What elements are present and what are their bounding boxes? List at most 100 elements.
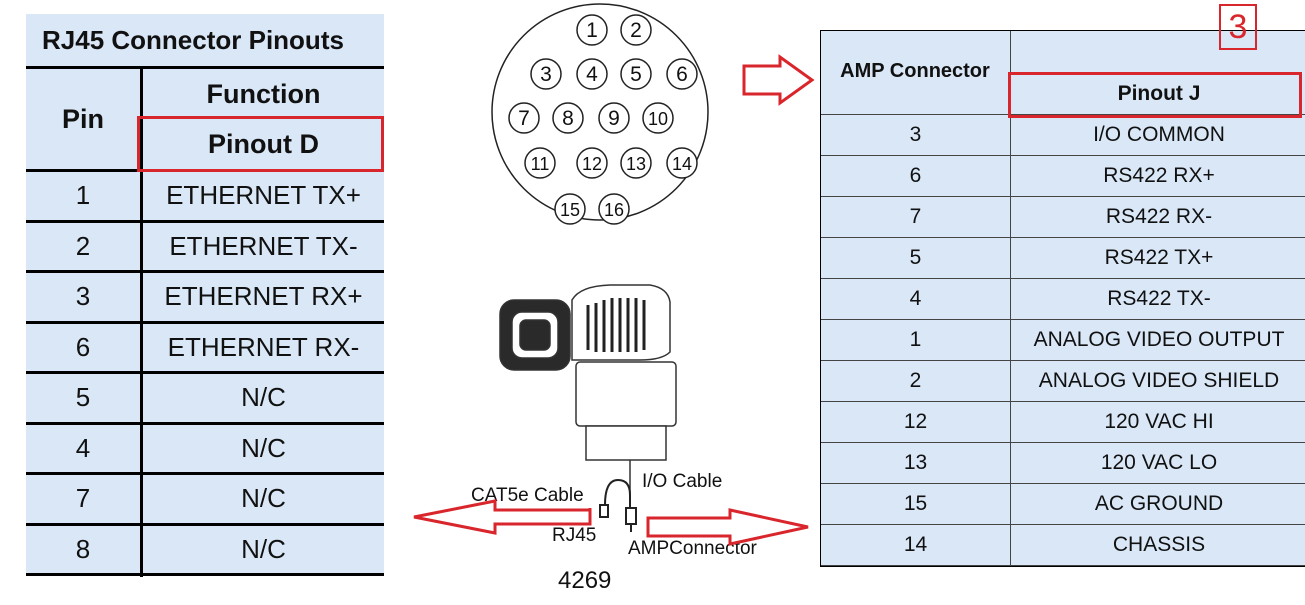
connector-pin-label: 4 — [586, 63, 598, 86]
rj45-function-cell: N/C — [143, 424, 384, 472]
rj45-function-cell: ETHERNET RX+ — [143, 273, 384, 321]
connector-pin — [666, 147, 698, 179]
amp-pin-cell: 14 — [903, 533, 928, 556]
arrow-right-icon — [742, 54, 815, 106]
rj45-function-cell: ETHERNET RX- — [143, 323, 384, 371]
rj45-function-cell: N/C — [143, 475, 384, 523]
amp-pin-cell: 6 — [909, 164, 922, 187]
connector-pin-label: 16 — [604, 200, 624, 220]
amp-table-row: 13 120 VAC LO — [821, 443, 1305, 484]
amp-function-cell: 120 VAC LO — [1100, 451, 1218, 474]
connector-pin-label: 6 — [676, 63, 688, 86]
connector-pin — [620, 147, 652, 179]
divider — [26, 421, 384, 425]
divider — [26, 371, 384, 374]
amp-pin-cell: 1 — [909, 328, 922, 351]
pinout-j-header: Pinout J — [1117, 82, 1201, 105]
connector-pin-label: 3 — [540, 63, 552, 86]
amp-function-cell: I/O COMMON — [1093, 123, 1225, 146]
pinout-d-highlight — [137, 116, 384, 172]
connector-pin — [598, 193, 630, 225]
pinout-j-highlight — [1008, 72, 1302, 118]
pinout-d-header: Pinout D — [143, 119, 384, 169]
rj45-pin-cell: 4 — [26, 424, 140, 472]
rj45-pin-cell: 5 — [26, 374, 140, 422]
connector-pin — [552, 102, 584, 134]
amp-function-cell: RS422 RX- — [1105, 205, 1213, 228]
amp-pin-cell: 2 — [909, 369, 922, 392]
amp-table-row: 1 ANALOG VIDEO OUTPUT — [821, 320, 1305, 361]
amp-function-cell: CHASSIS — [1112, 533, 1206, 556]
connector-pin — [576, 14, 608, 46]
rj45-pin-cell: 3 — [26, 273, 140, 321]
amp-table-row: 7 RS422 RX- — [821, 197, 1305, 238]
arrow-right-icon — [646, 508, 809, 546]
connector-pin — [530, 58, 562, 90]
amp-table-row: 2 ANALOG VIDEO SHIELD — [821, 361, 1305, 402]
connector-pin — [576, 147, 608, 179]
connector-pin — [620, 58, 652, 90]
rj45-table-title: RJ45 Connector Pinouts — [26, 14, 384, 66]
connector-pin-label: 15 — [560, 200, 580, 220]
amp-function-cell: AC GROUND — [1094, 492, 1224, 515]
io-cable-label: I/O Cable — [642, 471, 722, 492]
connector-pin — [620, 14, 652, 46]
divider — [26, 219, 384, 223]
connector-pin — [642, 102, 674, 134]
connector-pin-label: 2 — [630, 19, 642, 42]
connector-pin — [666, 58, 698, 90]
amp-function-cell: RS422 TX- — [1107, 287, 1211, 310]
divider — [26, 66, 384, 69]
connector-pin — [576, 58, 608, 90]
amp-header-row: AMP Connector Pinout J — [821, 31, 1305, 115]
amp-pin-cell: 15 — [903, 492, 928, 515]
rj45-pin-cell: 2 — [26, 222, 140, 270]
rj45-pin-cell: 1 — [26, 172, 140, 220]
connector-pin-label: 13 — [626, 154, 646, 174]
connector-pin-label: 9 — [608, 107, 620, 130]
amp-table-row: 14 CHASSIS — [821, 525, 1305, 566]
connector-pin-label: 5 — [630, 63, 642, 86]
connector-pin — [524, 147, 556, 179]
cable-lines — [599, 478, 637, 532]
amp-table-row: 6 RS422 RX+ — [821, 156, 1305, 197]
connector-pin-label: 8 — [562, 107, 574, 130]
amp-connector-label: AMPConnector — [628, 538, 758, 559]
pin-column-header: Pin — [26, 69, 140, 169]
divider — [26, 573, 384, 576]
amp-connector-header: AMP Connector — [840, 60, 990, 82]
connector-pin — [554, 193, 586, 225]
divider — [26, 522, 384, 526]
connector-pin — [598, 102, 630, 134]
amp-function-cell: ANALOG VIDEO SHIELD — [1038, 369, 1280, 392]
connector-pin-label: 14 — [672, 154, 692, 174]
model-number: 4269 — [558, 567, 611, 594]
callout-badge: 3 — [1219, 4, 1257, 50]
function-column-header: Function — [143, 69, 384, 119]
rj45-function-cell: N/C — [143, 374, 384, 422]
connector-pin-label: 12 — [582, 154, 602, 174]
divider — [26, 472, 384, 475]
amp-pin-cell: 5 — [909, 246, 922, 269]
connector-pin — [508, 102, 540, 134]
arrow-left-icon — [413, 499, 592, 535]
amp-pin-cell: 13 — [903, 451, 928, 474]
amp-pin-cell: 3 — [909, 123, 922, 146]
amp-function-cell: 120 VAC HI — [1104, 410, 1214, 433]
amp-pin-cell: 7 — [909, 205, 922, 228]
amp-function-cell: RS422 RX+ — [1103, 164, 1215, 187]
connector-pin-label: 10 — [648, 109, 668, 129]
connector-pin-label: 1 — [586, 19, 598, 42]
rj45-pin-cell: 6 — [26, 323, 140, 371]
amp-pin-cell: 4 — [909, 287, 922, 310]
rj45-label: RJ45 — [552, 525, 596, 546]
column-divider — [1010, 31, 1011, 566]
amp-table-row: 4 RS422 TX- — [821, 279, 1305, 320]
rj45-function-cell: ETHERNET TX- — [143, 222, 384, 270]
amp-function-cell: ANALOG VIDEO OUTPUT — [1033, 328, 1285, 351]
